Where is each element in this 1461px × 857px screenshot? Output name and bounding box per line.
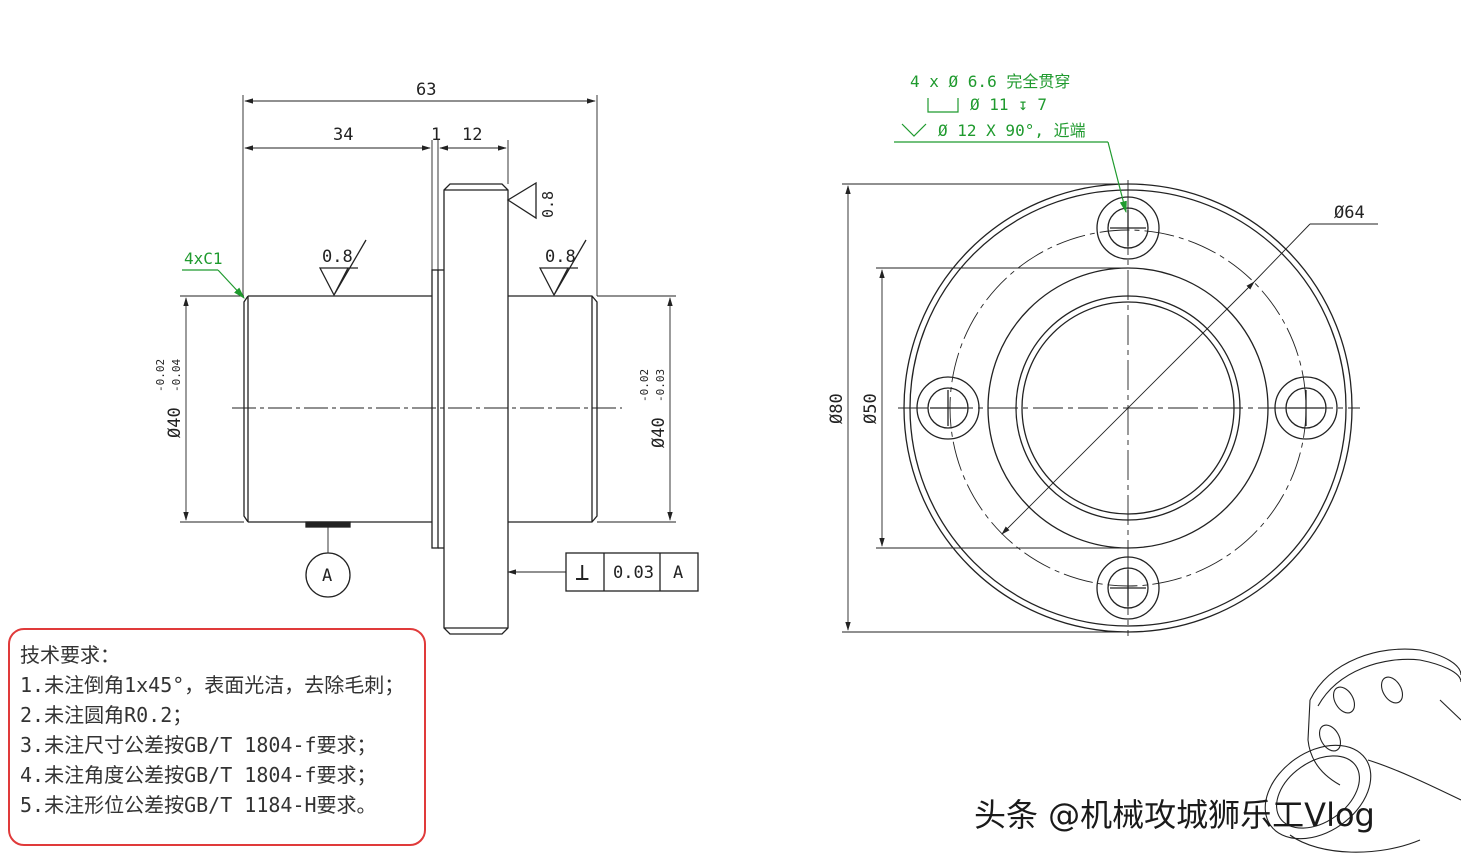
roughness-right-value: 0.8 xyxy=(545,247,576,267)
dia-left-main: Ø40 xyxy=(165,407,185,438)
dia-pcd: Ø64 xyxy=(1334,203,1365,223)
hole-note-leader xyxy=(894,98,1127,214)
side-view xyxy=(180,95,699,635)
roughness-symbol-left xyxy=(318,239,367,297)
fcf-frame xyxy=(565,552,699,592)
datum-bar xyxy=(305,521,351,528)
fcf-datum: A xyxy=(673,563,683,583)
dia-outer: Ø80 xyxy=(827,393,847,424)
dia-right-tol-lower: -0.03 xyxy=(654,369,667,402)
dia-inner: Ø50 xyxy=(861,393,881,424)
roughness-flange-value: 0.8 xyxy=(539,191,557,218)
dia-left-tol-lower: -0.04 xyxy=(170,359,183,392)
isometric-preview xyxy=(1264,648,1461,853)
datum-circle xyxy=(305,552,351,598)
tech-requirement-item-4: 4.未注角度公差按GB/T 1804-f要求； xyxy=(20,763,377,787)
shaft-outline xyxy=(243,295,432,523)
tech-requirement-item-3: 3.未注尺寸公差按GB/T 1804-f要求； xyxy=(20,733,377,757)
fcf-tolerance: 0.03 xyxy=(613,563,654,583)
tech-requirement-item-5: 5.未注形位公差按GB/T 1184-H要求。 xyxy=(20,793,377,817)
front-view xyxy=(842,180,1378,636)
chamfer-note: 4xC1 xyxy=(184,249,223,268)
tech-requirement-item-2: 2.未注圆角R0.2； xyxy=(20,703,193,727)
dim-shaft-34: 34 xyxy=(333,125,353,145)
hole-note-line2: Ø 11 ↧ 7 xyxy=(970,95,1047,114)
roughness-symbol-right xyxy=(538,239,587,297)
tech-requirement-item-1: 1.未注倒角1x45°，表面光洁，去除毛刺； xyxy=(20,673,405,697)
tech-requirements-box: 技术要求： 1.未注倒角1x45°，表面光洁，去除毛刺； 2.未注圆角R0.2；… xyxy=(8,628,426,846)
datum-label: A xyxy=(322,566,332,586)
dia-right-main: Ø40 xyxy=(649,417,669,448)
dia-right-tol-upper: -0.02 xyxy=(638,369,651,402)
watermark-text: 头条 @机械攻城狮乐工Vlog xyxy=(974,796,1375,834)
chamfer-leader xyxy=(182,269,245,299)
hole-note-line3: Ø 12 X 90°, 近端 xyxy=(938,121,1086,140)
shaft-right-outline xyxy=(508,295,598,523)
dim-overall-63: 63 xyxy=(416,80,436,100)
roughness-left-value: 0.8 xyxy=(322,247,353,267)
roughness-symbol-flange xyxy=(506,181,537,220)
fcf-symbol: ⊥ xyxy=(575,558,589,586)
tech-requirements-title: 技术要求： xyxy=(20,643,120,667)
gap-plate xyxy=(431,269,439,549)
flange-outline xyxy=(443,183,509,635)
dim-gap-1: 1 xyxy=(431,125,441,145)
dim-flange-12: 12 xyxy=(462,125,482,145)
dia-left-tol-upper: -0.02 xyxy=(154,359,167,392)
hole-note-line1: 4 x Ø 6.6 完全贯穿 xyxy=(910,72,1070,91)
